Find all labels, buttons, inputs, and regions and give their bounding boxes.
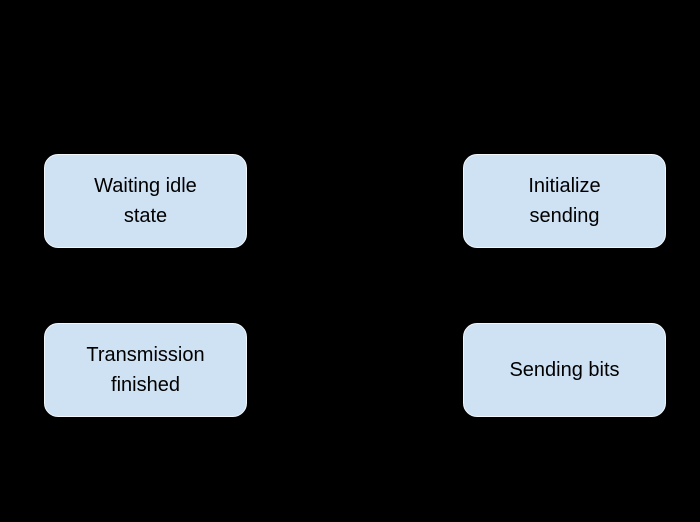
state-node-label-line: Transmission xyxy=(86,344,205,366)
state-node-label-line: Sending bits xyxy=(509,359,620,381)
state-node-label-line: finished xyxy=(111,374,180,396)
state-node-label-line: Waiting idle xyxy=(94,175,197,197)
state-node-sending-bits: Sending bits xyxy=(463,323,666,417)
state-node-waiting-idle-state: Waiting idle state xyxy=(44,154,247,248)
state-node-label-line: Initialize xyxy=(528,175,601,197)
state-node-label-line: state xyxy=(123,205,168,227)
state-node-initialize-sending: Initialize sending xyxy=(463,154,666,248)
state-node-label-line: sending xyxy=(529,205,600,227)
state-node-transmission-finished: Transmission finished xyxy=(44,323,247,417)
